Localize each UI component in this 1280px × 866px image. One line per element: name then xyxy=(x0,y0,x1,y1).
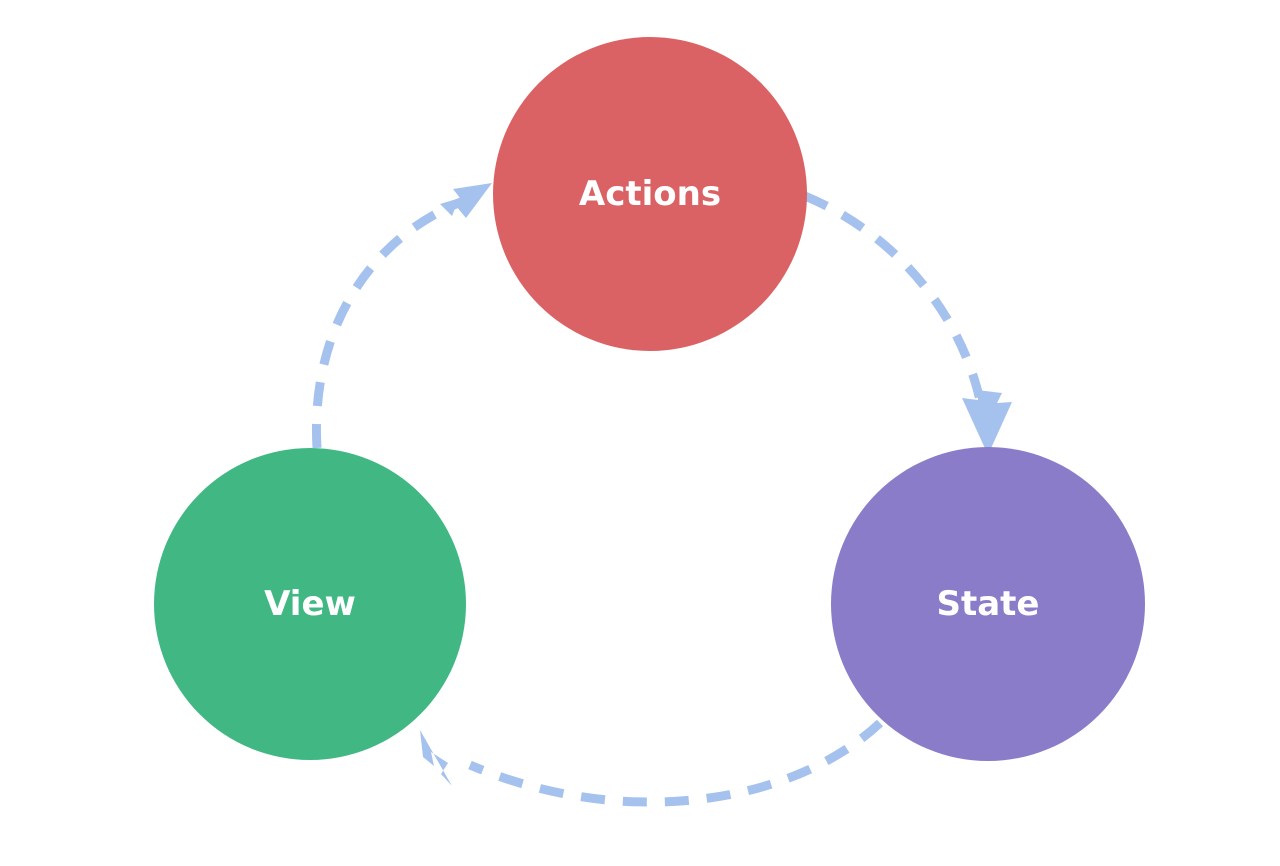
edge-group xyxy=(311,183,1012,807)
edge-actions-to-state xyxy=(803,191,1012,455)
node-actions[interactable]: Actions xyxy=(493,37,807,351)
node-state-label: State xyxy=(937,584,1040,624)
edge-state-to-view-path xyxy=(468,719,884,807)
node-state-circle[interactable] xyxy=(831,447,1145,761)
node-view-label: View xyxy=(264,584,356,624)
edge-view-to-actions-path xyxy=(311,195,468,449)
node-state[interactable]: State xyxy=(831,447,1145,761)
arrowhead-into-view-icon xyxy=(420,730,452,786)
arrowhead-into-state-icon xyxy=(962,390,1012,455)
node-group: Actions State View xyxy=(154,37,1145,761)
edge-state-to-view xyxy=(420,719,884,807)
arrowhead-into-actions-icon xyxy=(440,183,492,218)
node-view-circle[interactable] xyxy=(154,448,466,760)
node-actions-label: Actions xyxy=(579,174,721,214)
node-view[interactable]: View xyxy=(154,448,466,760)
edge-view-to-actions xyxy=(311,183,492,449)
node-actions-circle[interactable] xyxy=(493,37,807,351)
edge-actions-to-state-path xyxy=(803,191,990,431)
